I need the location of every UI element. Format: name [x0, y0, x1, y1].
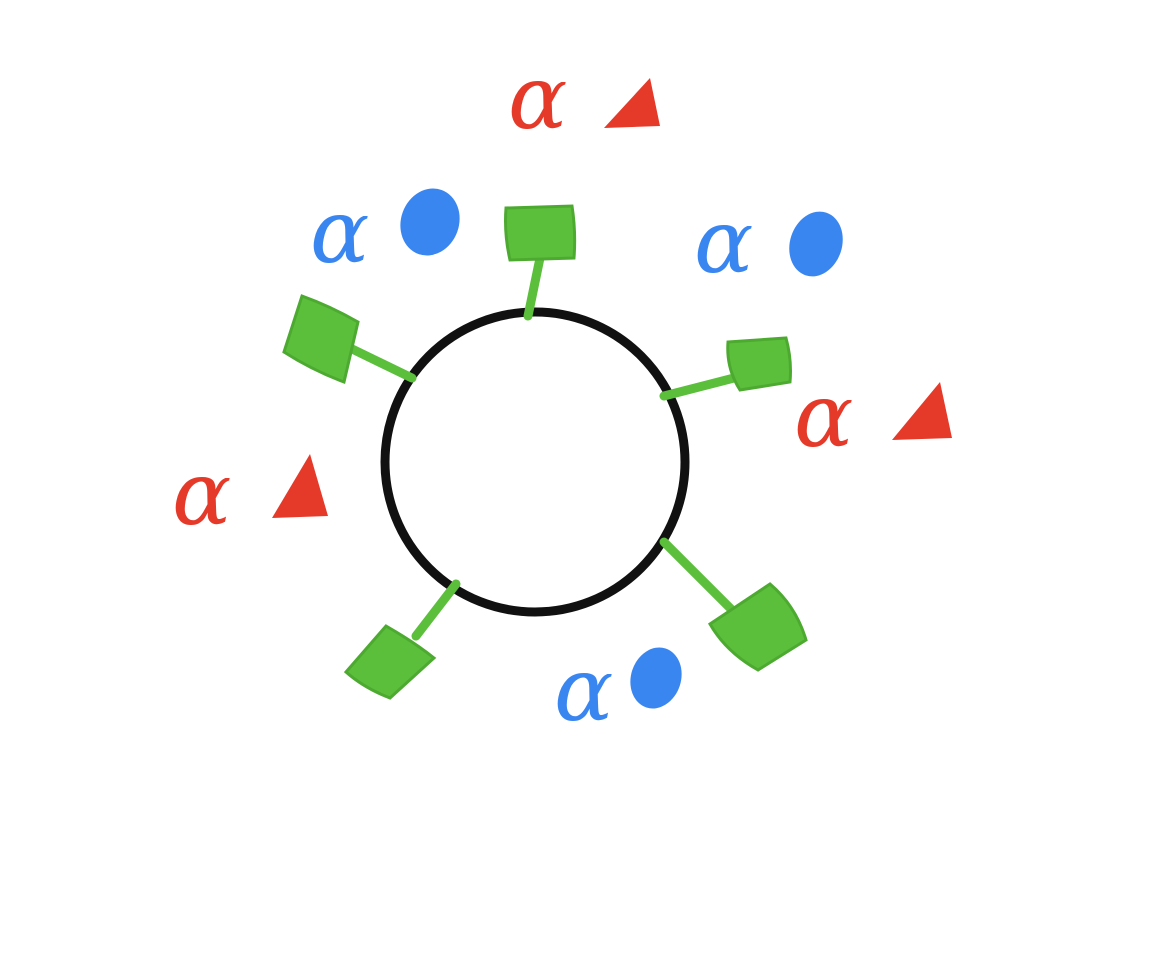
receptor-stalk [341, 341, 417, 383]
receptor-bottom-right [659, 537, 808, 672]
square-receptor-icon [708, 582, 808, 672]
receptor-left [282, 294, 417, 385]
square-receptor-icon [282, 294, 360, 385]
circle-icon [630, 647, 682, 709]
triangle-icon [272, 454, 328, 518]
label-bottom: α [554, 638, 682, 741]
square-receptor-icon [726, 336, 792, 392]
label-left: α [172, 442, 328, 545]
receptor-right [659, 336, 792, 401]
receptor-bottom-left [343, 579, 461, 700]
label-upper-right: α [694, 190, 843, 293]
triangle-icon [604, 78, 660, 128]
alpha-label: α [554, 638, 613, 741]
alpha-label: α [310, 180, 369, 283]
label-top: α [508, 46, 660, 149]
alpha-label: α [172, 442, 231, 545]
ring [380, 307, 690, 617]
receptor-stalk [411, 579, 461, 641]
triangle-icon [892, 382, 952, 440]
circle-icon [400, 188, 460, 256]
label-right: α [794, 364, 952, 467]
receptor-stalk [659, 373, 739, 401]
receptor-stalk [659, 537, 739, 617]
alpha-label: α [794, 364, 853, 467]
alpha-label: α [694, 190, 753, 293]
receptor-stalk [523, 253, 545, 321]
circle-icon [789, 211, 843, 277]
receptor-top [504, 204, 577, 321]
square-receptor-icon [504, 204, 577, 262]
square-receptor-icon [343, 624, 437, 700]
label-upper-left: α [310, 180, 460, 283]
alpha-label: α [508, 46, 567, 149]
